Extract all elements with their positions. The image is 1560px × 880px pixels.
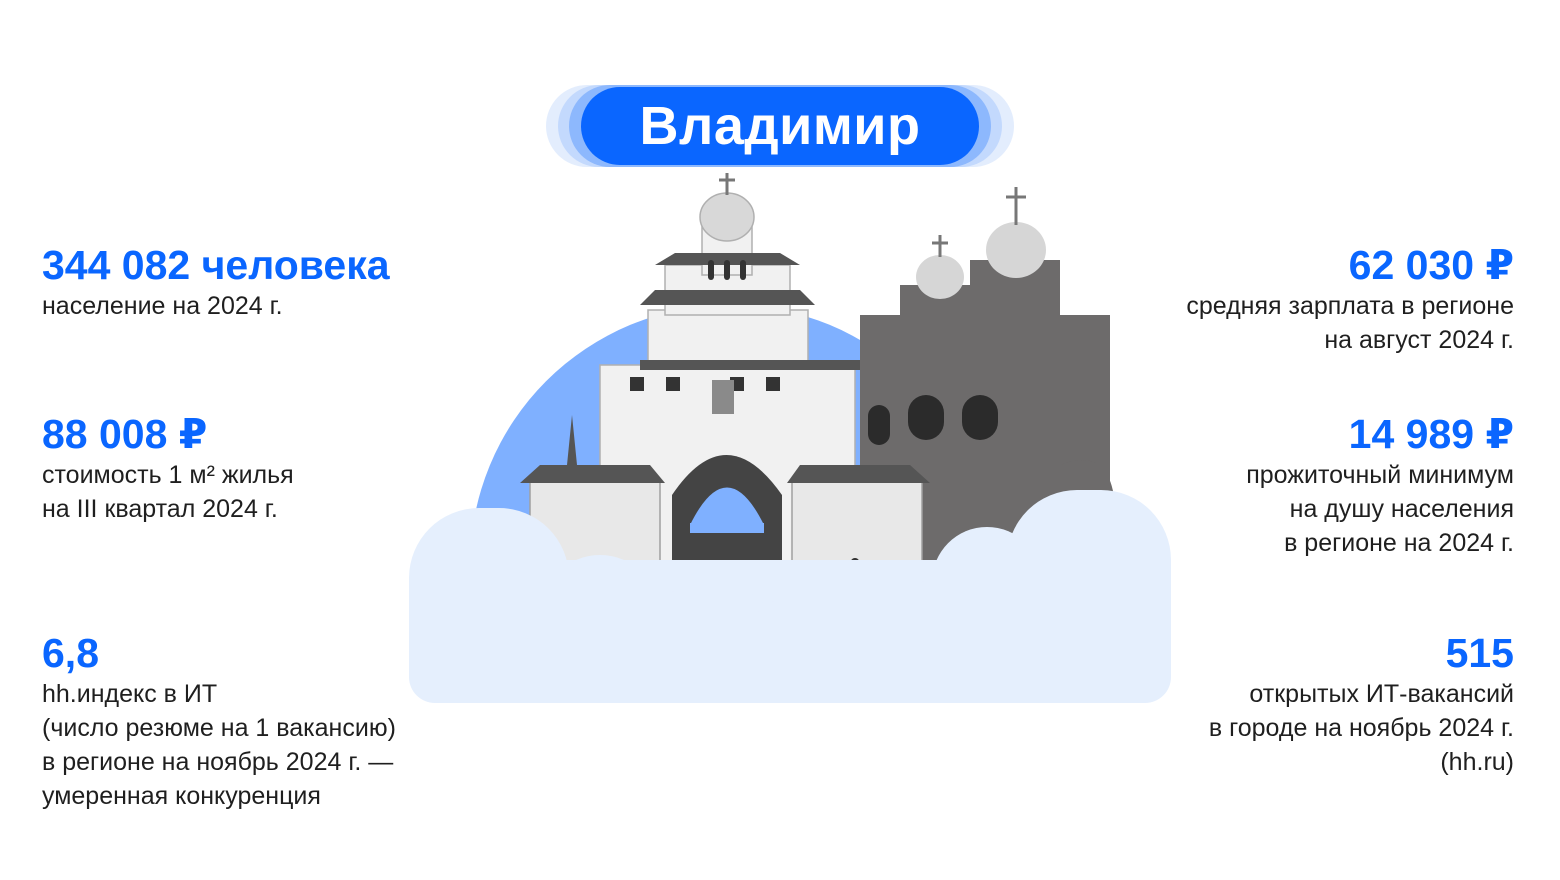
stat-desc-line: на душу населения [1289, 495, 1514, 523]
stat-value: 344 082 человека [42, 242, 390, 288]
stat-desc-line: стоимость 1 м² жилья [42, 461, 294, 489]
stat-desc-line: hh.индекс в ИТ [42, 680, 218, 708]
stat-population: 344 082 человека население на 2024 г. [42, 241, 390, 323]
stat-it-vacancies: 515 открытых ИТ-вакансий в городе на ноя… [1209, 629, 1514, 779]
cloud [1007, 490, 1171, 630]
stat-subsistence-minimum: 14 989 ₽ прожиточный минимум на душу нас… [1246, 410, 1514, 560]
stat-desc-line: население на 2024 г. [42, 292, 283, 320]
stat-housing-price: 88 008 ₽ стоимость 1 м² жилья на III ква… [42, 410, 294, 526]
stat-desc-line: средняя зарплата в регионе [1186, 292, 1514, 320]
cloud [740, 595, 900, 655]
stat-desc-line: в регионе на 2024 г. [1284, 529, 1514, 557]
stat-desc-line: в регионе на ноябрь 2024 г. — [42, 748, 394, 776]
stat-desc-line: открытых ИТ-вакансий [1249, 680, 1514, 708]
city-title: Владимир [581, 87, 979, 165]
stat-desc-line: (hh.ru) [1440, 748, 1514, 776]
stat-value: 62 030 ₽ [1348, 242, 1514, 288]
stat-desc-line: на август 2024 г. [1324, 326, 1514, 354]
stat-desc-line: на III квартал 2024 г. [42, 495, 278, 523]
stat-value: 6,8 [42, 630, 99, 676]
stat-desc-line: умеренная конкуренция [42, 782, 321, 810]
stat-desc-line: в городе на ноябрь 2024 г. [1208, 714, 1514, 742]
stat-salary: 62 030 ₽ средняя зарплата в регионе на а… [1186, 241, 1514, 357]
stat-value: 14 989 ₽ [1348, 411, 1514, 457]
stat-desc-line: прожиточный минимум [1246, 461, 1514, 489]
stat-value: 515 [1445, 630, 1514, 676]
stat-value: 88 008 ₽ [42, 411, 208, 457]
stat-desc-line: (число резюме на 1 вакансию) [42, 714, 396, 742]
stat-hh-index: 6,8 hh.индекс в ИТ (число резюме на 1 ва… [42, 629, 396, 813]
